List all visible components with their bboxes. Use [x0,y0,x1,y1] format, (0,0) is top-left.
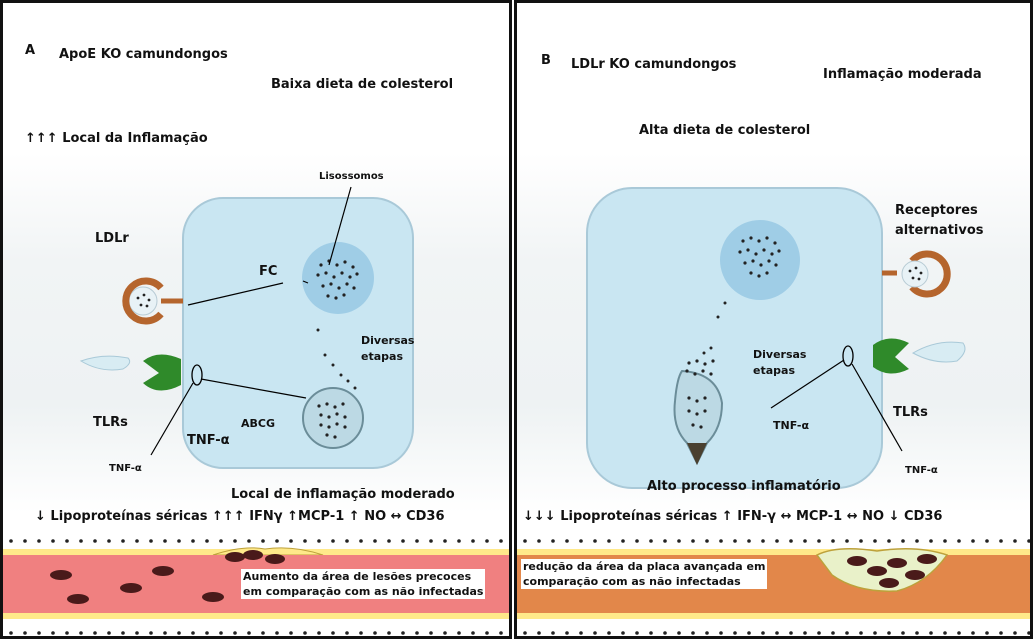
panel-a: A ApoE KO camundongos Baixa dieta de col… [0,0,512,639]
tlr-ligand [81,356,130,370]
tnf-alpha-outer-label: TNF-α [905,465,938,476]
panel-a-inflammation-site: ↑↑↑ Local da Inflamação [25,131,208,146]
tnf-alpha-inner-label: TNF-α [773,419,809,432]
panel-a-outcome: Local de inflamação moderado [231,487,455,502]
panel-b-letter: B [541,53,551,68]
steps-label: Diversas etapas [361,333,414,365]
tlr-ligand [913,342,965,362]
panel-a-vessel: Aumento da área de lesões precoces em co… [3,535,509,639]
panel-a-markers: ↓ Lipoproteínas séricas ↑↑↑ IFNγ ↑MCP-1 … [35,509,445,524]
alternative-receptors-label: Receptores alternativos [895,201,984,241]
lysosome [302,242,374,314]
ldlr-label: LDLr [95,231,129,246]
tlr-receptor [873,338,909,373]
lipid-droplet [303,388,363,448]
panel-b: B LDLr KO camundongos Inflamação moderad… [514,0,1033,639]
panel-b-model: LDLr KO camundongos [571,57,736,72]
fc-label: FC [259,264,277,279]
lysosome [720,220,800,300]
panel-a-diet: Baixa dieta de colesterol [271,77,453,92]
panel-a-lesion-label: Aumento da área de lesões precoces em co… [241,569,485,599]
tnf-alpha-small-label: TNF-α [109,463,142,474]
ldlr-ligand [129,287,157,315]
panel-b-lesion-label: redução da área da placa avançada em com… [521,559,767,589]
abcg-label: ABCG [241,417,275,430]
steps-label: Diversas etapas [753,347,806,379]
tlrs-label: TLRs [893,405,928,420]
tlrs-label: TLRs [93,415,128,430]
panel-b-outcome: Alto processo inflamatório [647,479,841,494]
lysosomes-label: Lisossomos [319,171,384,182]
panel-b-markers: ↓↓↓ Lipoproteínas séricas ↑ IFN-γ ↔ MCP-… [523,509,942,524]
panel-b-illustration [517,3,1033,535]
panel-b-diet: Alta dieta de colesterol [639,123,810,138]
tnf-alpha-label: TNF-α [187,433,230,448]
panel-b-inflammation: Inflamação moderada [823,67,982,82]
panel-a-model: ApoE KO camundongos [59,47,228,62]
panel-b-vessel: redução da área da placa avançada em com… [517,535,1030,639]
receptor-ligand [902,261,928,287]
tlr-receptor [143,354,181,390]
panel-a-letter: A [25,43,35,58]
